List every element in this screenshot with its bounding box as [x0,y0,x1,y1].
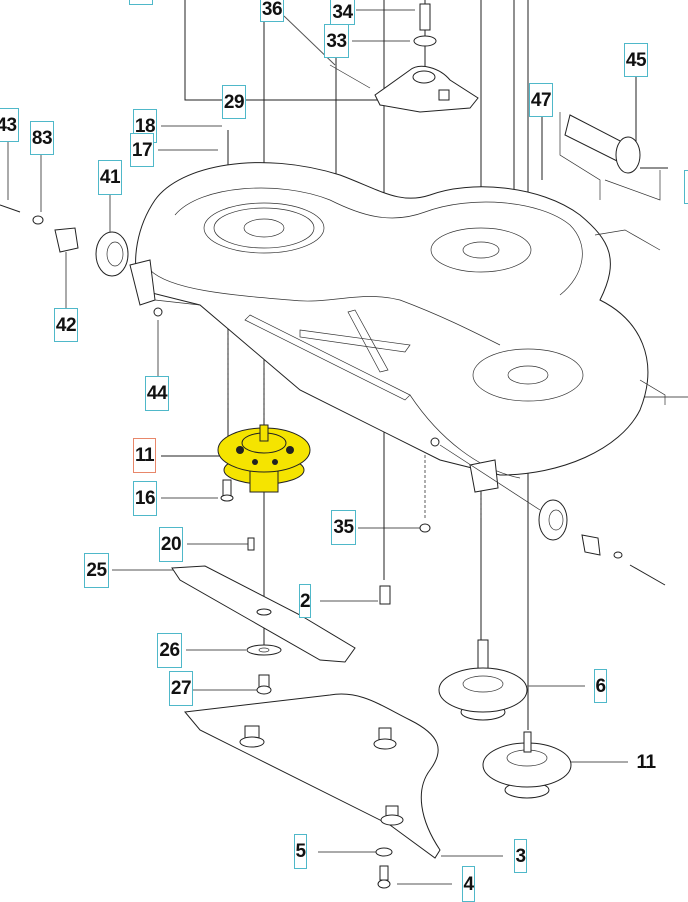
callout-27[interactable]: 27 [169,671,193,706]
callout-35[interactable]: 35 [331,510,356,545]
callout-25[interactable]: 25 [84,553,109,588]
callout-47[interactable]: 47 [529,83,553,117]
deck-housing [129,162,666,493]
callout-42[interactable]: 42 [54,308,78,342]
callout-4[interactable]: 4 [462,866,475,902]
callout-cut-right[interactable] [684,170,688,204]
callout-29[interactable]: 29 [222,85,246,119]
callout-34[interactable]: 34 [330,0,355,25]
callout-43[interactable]: 43 [0,108,19,142]
callout-2[interactable]: 2 [299,584,311,618]
callout-3[interactable]: 3 [514,839,527,873]
callout-44[interactable]: 44 [145,376,169,411]
right-pulley-assembly [430,437,666,586]
callout-26[interactable]: 26 [157,633,182,668]
cylinder-part [559,112,661,201]
callout-83[interactable]: 83 [30,121,54,155]
callout-11-selected[interactable]: 11 [133,438,156,473]
callout-17[interactable]: 17 [130,133,154,167]
callout-20[interactable]: 20 [159,527,183,562]
spindle-6 [438,639,528,721]
idler-arm [329,3,479,113]
callout-5[interactable]: 5 [294,834,307,869]
callout-41[interactable]: 41 [98,160,122,195]
callout-45[interactable]: 45 [624,43,648,77]
spindle-11-right [482,731,572,799]
blade [171,537,356,695]
callout-33[interactable]: 33 [324,24,349,58]
callout-16[interactable]: 16 [133,481,157,516]
callout-6[interactable]: 6 [594,669,607,703]
spindle-assembly-highlighted [217,424,311,502]
callout-11-right[interactable]: 11 [636,751,656,773]
left-pulley-assembly [0,204,163,317]
callout-36[interactable]: 36 [260,0,284,22]
baffle [184,523,441,889]
callout-cut-top[interactable] [129,0,153,5]
